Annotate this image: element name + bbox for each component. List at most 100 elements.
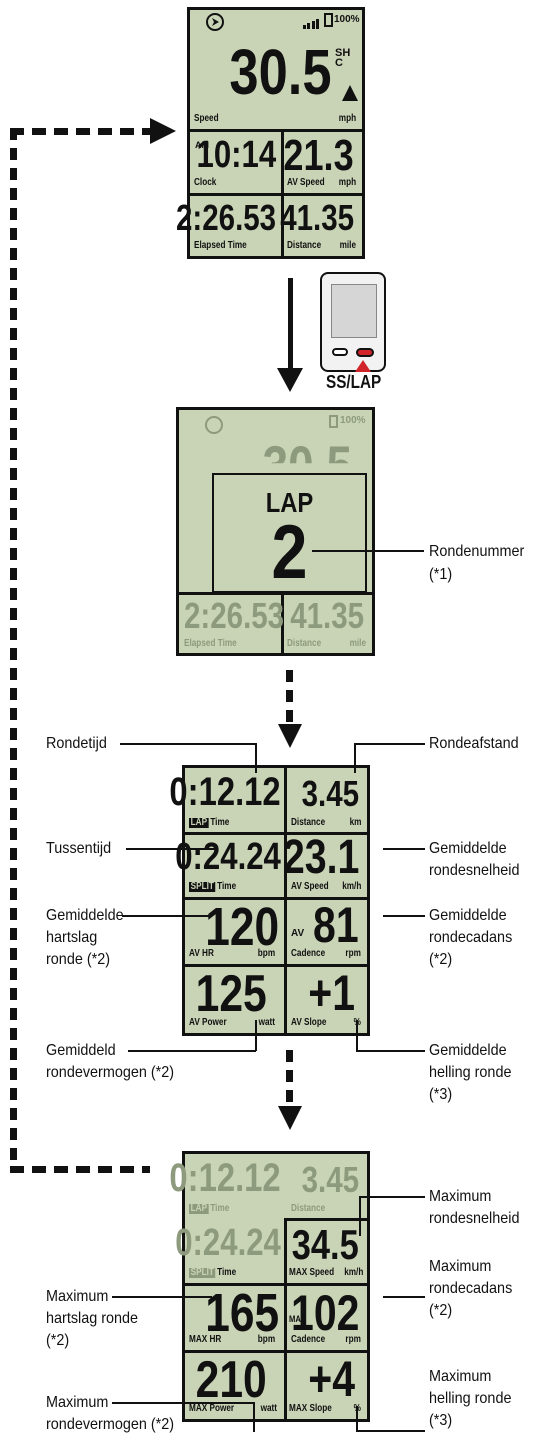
annotation-max-helling-2: helling ronde xyxy=(429,1390,512,1407)
signal-icon xyxy=(303,16,319,34)
av-slope-value: +1 xyxy=(308,965,355,1021)
press-arrow-icon xyxy=(355,360,371,372)
speed-value: 30.5 xyxy=(229,36,332,108)
max-speed-value: 34.5 xyxy=(291,1221,359,1268)
annotation-gem-snelheid-2: rondesnelheid xyxy=(429,862,520,879)
annotation-rondenummer-note: (*1) xyxy=(429,566,453,583)
screen-lap-popup: 100% 30.5 2:26.53 Elapsed Time 41.35 Dis… xyxy=(176,407,375,656)
max-cadence-label: Cadence xyxy=(291,1334,326,1345)
annotation-gem-vermogen: Gemiddeld xyxy=(46,1042,116,1059)
split-time-value: 0:24.24 xyxy=(175,1222,281,1264)
lap-distance-value: 3.45 xyxy=(301,1159,359,1200)
cadence-prefix: AV xyxy=(291,928,305,939)
max-slope-label: MAX Slope xyxy=(289,1403,332,1414)
lap-time-value: 0:12.12 xyxy=(169,1156,281,1200)
annotation-gem-vermogen-2: rondevermogen (*2) xyxy=(46,1064,175,1081)
av-power-value: 125 xyxy=(195,965,267,1023)
annotation-max-cadans: Maximum xyxy=(429,1258,492,1275)
max-speed-label: MAX Speed xyxy=(289,1267,335,1278)
device-display xyxy=(331,284,377,338)
pace-arrow-icon xyxy=(342,85,358,101)
lap-time-value: 0:12.12 xyxy=(169,770,281,814)
lap-number: 2 xyxy=(271,510,308,595)
device-left-button xyxy=(332,348,348,356)
annotation-gem-cadans-3: (*2) xyxy=(429,951,453,968)
annotation-gem-hartslag: Gemiddelde xyxy=(46,907,124,924)
flow-arrow-head xyxy=(277,368,303,392)
device-illustration xyxy=(320,272,386,372)
max-slope-value: +4 xyxy=(308,1351,355,1407)
av-slope-label: AV Slope xyxy=(291,1017,327,1028)
flow-arrow-head xyxy=(278,724,302,748)
annotation-max-helling-3: (*3) xyxy=(429,1412,453,1429)
av-speed-unit: km/h xyxy=(341,881,361,892)
annotation-max-vermogen-2: rondevermogen (*2) xyxy=(46,1416,175,1433)
annotation-max-hartslag-2: hartslag ronde xyxy=(46,1310,139,1327)
lap-distance-unit: km xyxy=(349,817,361,828)
max-cadence-unit: rpm xyxy=(345,1334,361,1345)
max-power-unit: watt xyxy=(260,1403,277,1414)
av-hr-value: 120 xyxy=(205,897,279,957)
annotation-max-snelheid: Maximum xyxy=(429,1188,492,1205)
annotation-max-vermogen: Maximum xyxy=(46,1394,109,1411)
annotation-gem-hartslag-2: hartslag xyxy=(46,929,98,946)
split-time-value: 0:24.24 xyxy=(175,836,281,878)
max-cadence-value: 102 xyxy=(290,1285,359,1341)
loop-line-bottom xyxy=(10,1166,150,1173)
av-hr-unit: bpm xyxy=(257,948,275,959)
annotation-rondetijd: Rondetijd xyxy=(46,735,107,752)
distance-value: 41.35 xyxy=(290,595,364,636)
annotation-rondenummer: Rondenummer xyxy=(429,543,525,560)
av-cadence-value: 81 xyxy=(313,897,359,953)
speed-unit: mph xyxy=(338,113,356,124)
lap-popup: LAP 2 xyxy=(212,473,367,593)
av-hr-label: AV HR xyxy=(189,948,214,959)
annotation-gem-hartslag-3: ronde (*2) xyxy=(46,951,111,968)
elapsed-value: 2:26.53 xyxy=(183,595,284,636)
clock-value: 10:14 xyxy=(196,134,276,176)
lap-distance-label: Distance xyxy=(291,1203,326,1214)
annotation-tussentijd: Tussentijd xyxy=(46,840,112,857)
flow-arrow-head xyxy=(278,1106,302,1130)
flow-arrow-line xyxy=(288,278,293,370)
elapsed-label: Elapsed Time xyxy=(184,638,237,649)
cadence-prefix: MAX xyxy=(289,1314,306,1324)
ampm-label: AM xyxy=(195,140,209,150)
battery-icon xyxy=(329,415,338,428)
lap-title: LAP xyxy=(265,487,314,518)
max-power-label: MAX Power xyxy=(189,1403,235,1414)
distance-value: 41.35 xyxy=(280,197,354,238)
elapsed-label: Elapsed Time xyxy=(194,240,247,251)
device-sslap-button[interactable] xyxy=(356,348,374,357)
lap-distance-label: Distance xyxy=(291,817,326,828)
annotation-gem-cadans: Gemiddelde xyxy=(429,907,507,924)
annotation-gem-helling-3: (*3) xyxy=(429,1086,453,1103)
distance-unit: mile xyxy=(339,240,356,251)
annotation-gem-cadans-2: rondecadans xyxy=(429,929,513,946)
annotation-gem-helling: Gemiddelde xyxy=(429,1042,507,1059)
annotation-max-hartslag-3: (*2) xyxy=(46,1332,70,1349)
lap-distance-value: 3.45 xyxy=(301,773,359,814)
max-hr-value: 165 xyxy=(205,1283,279,1343)
annotation-max-cadans-3: (*2) xyxy=(429,1302,453,1319)
av-speed-value: 21.3 xyxy=(283,131,354,180)
av-speed-label: AV Speed xyxy=(287,177,325,188)
loop-arrow-head xyxy=(150,118,176,144)
distance-unit: mile xyxy=(349,638,366,649)
annotation-gem-snelheid: Gemiddelde xyxy=(429,840,507,857)
max-speed-unit: km/h xyxy=(343,1267,363,1278)
av-speed-label: AV Speed xyxy=(291,881,329,892)
battery-icon xyxy=(324,13,333,27)
loop-line-left xyxy=(10,128,17,1173)
annotation-max-hartslag: Maximum xyxy=(46,1288,109,1305)
distance-label: Distance xyxy=(287,240,322,251)
annotation-max-helling: Maximum xyxy=(429,1368,492,1385)
battery-level: 100% xyxy=(334,14,360,25)
